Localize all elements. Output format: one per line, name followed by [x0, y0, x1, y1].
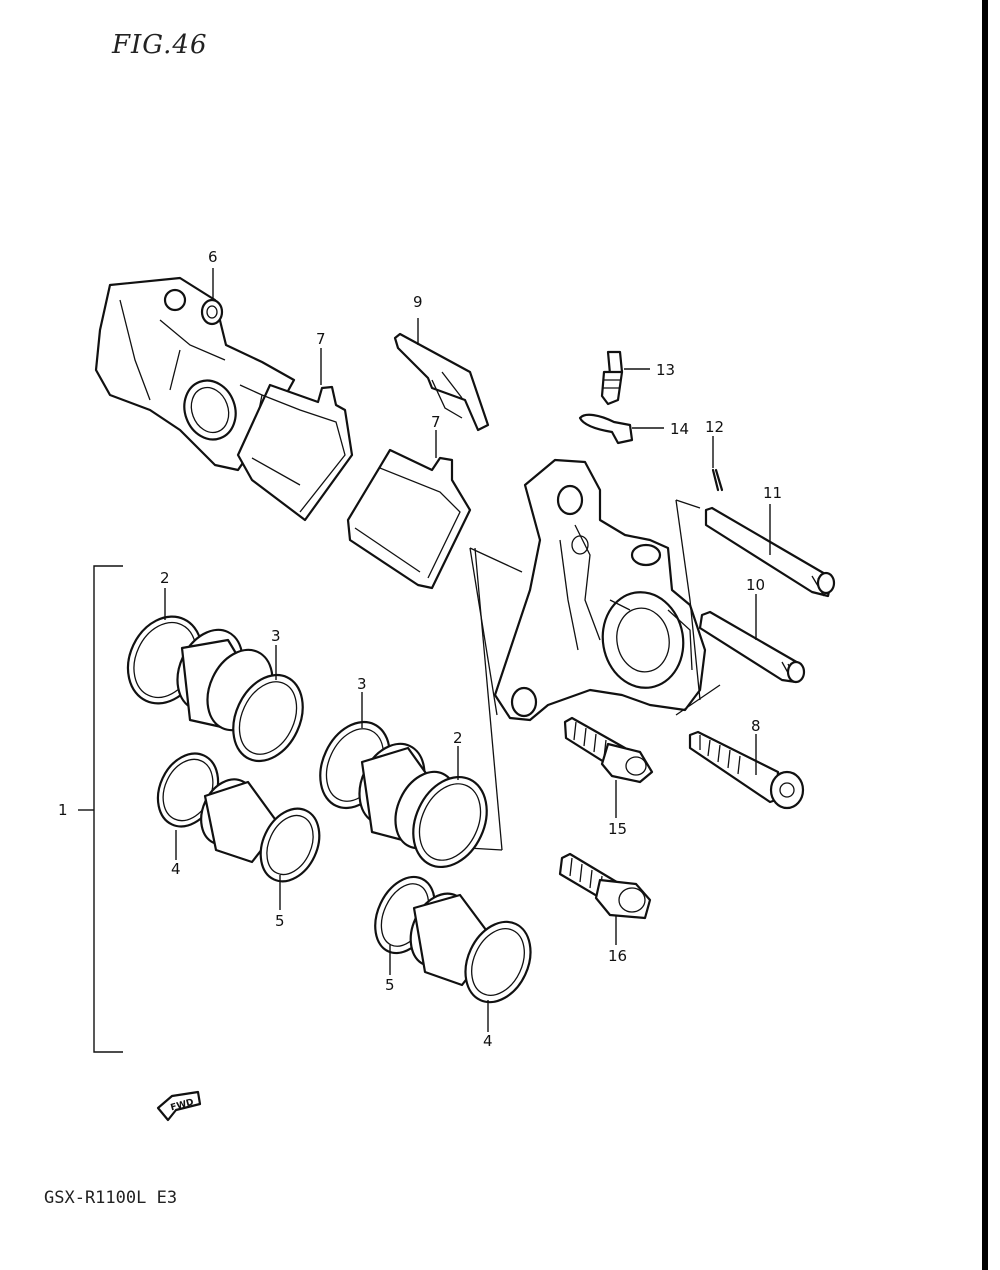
kit-bracket [78, 565, 123, 1053]
assembly-guide-lines [467, 499, 721, 851]
mounting-bolt-lower [558, 852, 652, 920]
bleeder-cap [578, 413, 634, 445]
piston-left-upper [176, 628, 274, 732]
bleeder-valve [600, 350, 624, 406]
callout-15: 15 [608, 820, 627, 838]
part-6-plug [200, 298, 224, 326]
callout-3-center: 3 [357, 675, 367, 693]
pin-clip [711, 468, 724, 492]
dust-seal-left [232, 673, 304, 763]
figure-title: FIG.46 [112, 30, 208, 60]
callout-7-upper: 7 [316, 330, 326, 348]
model-code: GSX-R1100L E3 [44, 1188, 178, 1208]
callout-8: 8 [751, 717, 761, 735]
callout-labels: 1 2 2 3 3 4 4 5 5 6 7 7 8 9 10 11 12 13 … [58, 248, 782, 1050]
callout-12: 12 [705, 418, 724, 436]
brake-pad-upper [236, 383, 354, 522]
callout-2-center: 2 [453, 729, 463, 747]
piston-seal-small-lower [464, 920, 532, 1004]
caliper-bolt-long [688, 730, 805, 810]
callout-16: 16 [608, 947, 627, 965]
mounting-bolt-upper [563, 716, 654, 784]
fwd-label: FWD [170, 1098, 195, 1114]
dust-seal-small-left [259, 807, 321, 883]
callout-10: 10 [746, 576, 765, 594]
brake-pad-lower [346, 448, 472, 590]
callout-4-left: 4 [171, 860, 181, 878]
callout-14: 14 [670, 420, 689, 438]
caliper-housing-inner [493, 458, 707, 722]
callout-3-left: 3 [271, 627, 281, 645]
piston-seal-center [412, 775, 488, 869]
pad-pin-short [698, 610, 806, 684]
callout-11: 11 [763, 484, 782, 502]
pad-pin-long [704, 506, 836, 598]
callout-13: 13 [656, 361, 675, 379]
callout-5-left: 5 [275, 912, 285, 930]
callout-4-lower: 4 [483, 1032, 493, 1050]
callout-1: 1 [58, 801, 68, 819]
callout-6: 6 [208, 248, 218, 266]
callout-9: 9 [413, 293, 423, 311]
callout-7-lower: 7 [431, 413, 441, 431]
forward-direction-arrow: FWD [156, 1090, 202, 1122]
page-border-rule [982, 0, 988, 1270]
pad-spring [393, 332, 490, 432]
callout-2-left: 2 [160, 569, 170, 587]
callout-5-lower: 5 [385, 976, 395, 994]
callout-leaders [164, 268, 771, 1032]
